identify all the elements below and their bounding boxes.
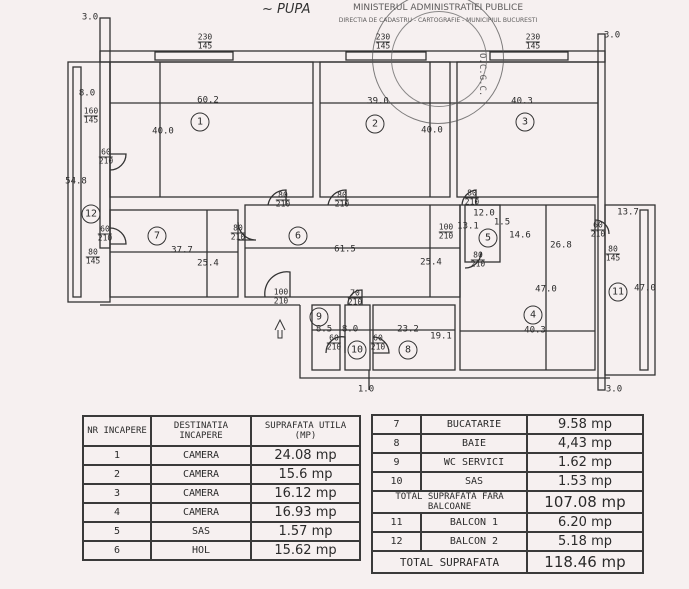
header-nr: NR INCAPERE bbox=[82, 415, 152, 447]
dimension: 40.0 bbox=[152, 126, 174, 137]
signature: ~ PUPA bbox=[262, 2, 311, 17]
dimension: 60.2 bbox=[197, 95, 219, 106]
room-number-7: 7 bbox=[147, 226, 167, 246]
header-destination: DESTINATIA INCAPERE bbox=[150, 415, 252, 447]
room-number-4: 4 bbox=[523, 305, 543, 325]
room-number-3: 3 bbox=[515, 112, 535, 132]
dimension: 19.1 bbox=[430, 331, 452, 342]
dimension: 13.7 bbox=[617, 207, 639, 218]
dimension: 40.3 bbox=[524, 325, 546, 336]
dimension: 39.0 bbox=[367, 96, 389, 107]
dimension: 14.6 bbox=[509, 230, 531, 241]
dimension: 8.5 bbox=[315, 324, 333, 335]
dimension: 26.8 bbox=[550, 240, 572, 251]
stamp-side-text: O.C.G.C. bbox=[477, 53, 487, 97]
room-number-8: 8 bbox=[398, 340, 418, 360]
dimension: 8.0 bbox=[341, 324, 359, 335]
room-number-9: 9 bbox=[309, 307, 329, 327]
dimension: 8.0 bbox=[78, 88, 96, 99]
dimension: 40.3 bbox=[511, 96, 533, 107]
room-number-2: 2 bbox=[365, 114, 385, 134]
official-stamp: MINISTERUL ADMINISTRATIEI PUBLICE DIRECT… bbox=[339, 0, 537, 124]
room-number-11: 11 bbox=[608, 282, 628, 302]
room-number-1: 1 bbox=[190, 112, 210, 132]
dimension: 13.1 bbox=[457, 221, 479, 232]
stamp-inner-text: DIRECTIA DE CADASTRU - CARTOGRAFIE - MUN… bbox=[338, 17, 538, 24]
dimension: 37.7 bbox=[171, 245, 193, 256]
room-number-5: 5 bbox=[478, 228, 498, 248]
dimension: 54.8 bbox=[65, 176, 87, 187]
dimension: 47.0 bbox=[535, 284, 557, 295]
area-table-left: NR INCAPERE DESTINATIA INCAPERE SUPRAFAT… bbox=[82, 415, 361, 561]
dimension: 25.4 bbox=[197, 258, 219, 269]
dimension: 61.5 bbox=[334, 244, 356, 255]
dimension: 25.4 bbox=[420, 257, 442, 268]
dimension: 1.0 bbox=[357, 384, 375, 395]
header-area: SUPRAFATA UTILA (MP) bbox=[250, 415, 361, 447]
room-number-12: 12 bbox=[81, 204, 101, 224]
dimension: 1.5 bbox=[493, 217, 511, 228]
floor-plan: ~ PUPA MINISTERUL ADMINISTRATIEI PUBLICE… bbox=[65, 0, 656, 395]
dimension: 12.0 bbox=[473, 208, 495, 219]
signature-text: PUPA bbox=[277, 2, 311, 17]
dimension: 47.0 bbox=[634, 283, 656, 294]
stamp-ring-text: MINISTERUL ADMINISTRATIEI PUBLICE bbox=[352, 3, 524, 13]
dimension: 3.0 bbox=[605, 384, 623, 395]
room-number-10: 10 bbox=[347, 340, 367, 360]
dimension: 23.2 bbox=[397, 324, 419, 335]
room-number-6: 6 bbox=[288, 226, 308, 246]
dimension: 40.0 bbox=[421, 125, 443, 136]
dimension: 3.0 bbox=[81, 12, 99, 23]
dimension: 3.0 bbox=[603, 30, 621, 41]
floor-plan-walls bbox=[67, 17, 656, 391]
